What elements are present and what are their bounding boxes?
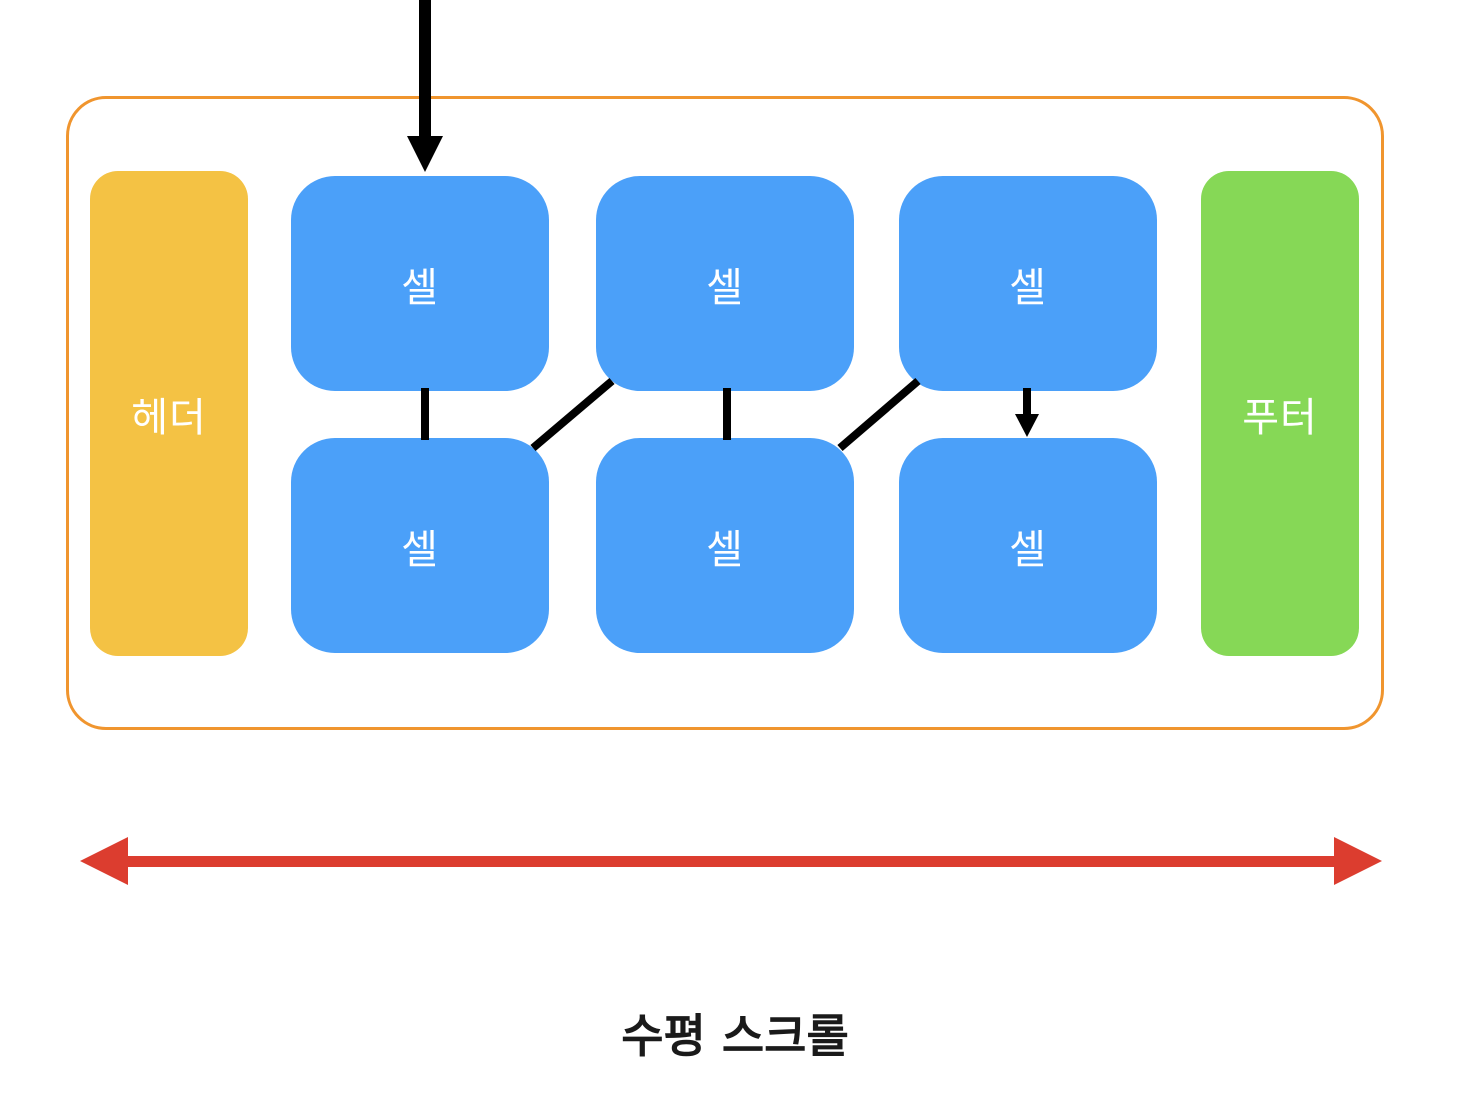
cell-1: 셀 xyxy=(291,176,549,391)
cell-2: 셀 xyxy=(291,438,549,653)
diagram-caption: 수평 스크롤 xyxy=(621,1009,849,1063)
cell-label: 셀 xyxy=(1009,264,1047,311)
cell-label: 셀 xyxy=(706,526,744,573)
cell-3: 셀 xyxy=(596,176,854,391)
header-label: 헤더 xyxy=(131,394,207,441)
horizontal-scroll-arrow xyxy=(80,837,1382,885)
cell-label: 셀 xyxy=(401,264,439,311)
cell-label: 셀 xyxy=(1009,526,1047,573)
footer-block: 푸터 xyxy=(1201,171,1359,656)
cell-label: 셀 xyxy=(401,526,439,573)
cell-4: 셀 xyxy=(596,438,854,653)
cell-5: 셀 xyxy=(899,176,1157,391)
footer-label: 푸터 xyxy=(1242,394,1318,441)
cell-6: 셀 xyxy=(899,438,1157,653)
header-block: 헤더 xyxy=(90,171,248,656)
cell-label: 셀 xyxy=(706,264,744,311)
